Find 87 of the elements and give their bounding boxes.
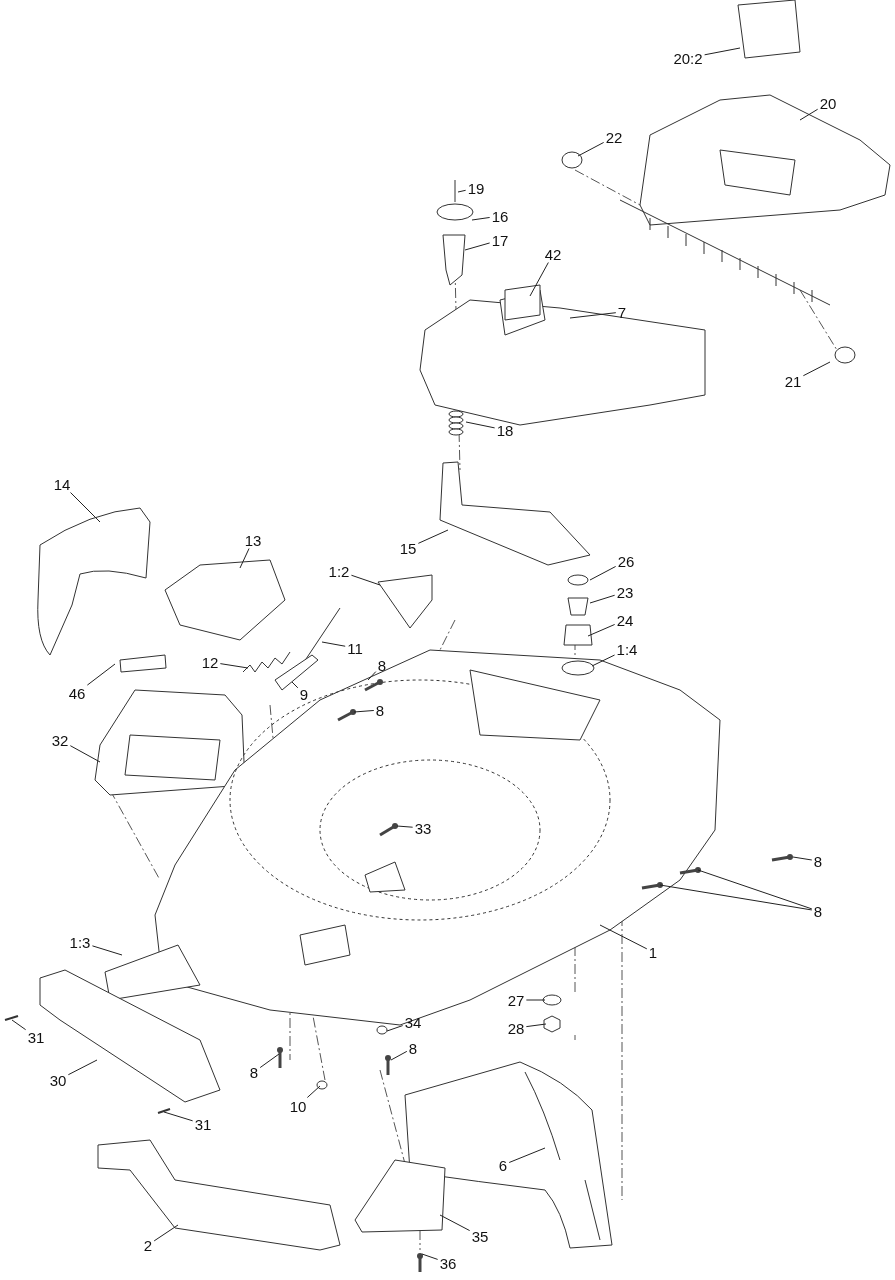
callout-number: 8 (249, 1063, 259, 1081)
callout-number: 8 (813, 852, 823, 870)
callout-number: 31 (27, 1028, 45, 1046)
callout-number: 26 (617, 552, 635, 570)
leader-line (465, 421, 496, 429)
callout-number: 6 (498, 1156, 508, 1174)
callout-number: 23 (616, 583, 634, 601)
leader-line (11, 1019, 27, 1031)
callout-number: 7 (617, 303, 627, 321)
callout-number: 8 (375, 701, 385, 719)
callout-number: 36 (439, 1254, 457, 1272)
leader-line (577, 141, 605, 157)
leader-line (508, 1147, 546, 1163)
callout-number: 1:2 (328, 562, 350, 580)
leader-line (219, 663, 249, 669)
leader-line (417, 529, 449, 544)
callout-number: 46 (68, 684, 86, 702)
leader-line (464, 242, 491, 251)
callout-number: 1:3 (69, 933, 91, 951)
leader-line (599, 924, 648, 950)
leader-line (421, 1253, 439, 1260)
callout-number: 30 (49, 1071, 67, 1089)
callout-number: 24 (616, 611, 634, 629)
leader-line (457, 189, 467, 193)
leader-line (802, 361, 831, 377)
callout-number: 1 (648, 943, 658, 961)
leader-line (792, 856, 813, 861)
callout-number: 33 (414, 819, 432, 837)
callout-number: 28 (507, 1019, 525, 1037)
leader-line (91, 945, 123, 956)
leader-line (350, 574, 381, 586)
leader-line (239, 548, 250, 569)
callout-number: 31 (194, 1115, 212, 1133)
callout-number: 42 (544, 245, 562, 263)
leader-line (589, 565, 617, 581)
callout-number: 8 (813, 902, 823, 920)
callout-number: 32 (51, 731, 69, 749)
leader-line (153, 1224, 179, 1242)
leader-line (259, 1053, 280, 1069)
callout-number: 10 (289, 1097, 307, 1115)
leader-line (799, 108, 819, 121)
leader-line (291, 681, 299, 689)
callout-number: 17 (491, 231, 509, 249)
callout-number: 2 (143, 1236, 153, 1254)
leader-line (587, 623, 616, 637)
callout-number: 11 (347, 639, 363, 657)
leader-line (69, 745, 101, 763)
leader-line (589, 594, 616, 604)
leader-line (525, 999, 546, 1001)
callout-number: 16 (491, 207, 509, 225)
leader-line (367, 671, 377, 681)
callout-number: 20:2 (673, 49, 703, 67)
leader-line (704, 47, 741, 56)
leader-line (439, 1214, 471, 1232)
callout-number: 13 (244, 531, 262, 549)
leader-line (86, 663, 116, 686)
leader-line (306, 1085, 321, 1098)
callout-number: 14 (53, 475, 71, 493)
callout-number: 35 (471, 1227, 489, 1245)
leader-line (353, 710, 375, 713)
leader-line (396, 825, 414, 828)
callout-number: 19 (467, 179, 485, 197)
callout-number: 22 (605, 128, 623, 146)
leader-line (386, 1025, 404, 1032)
callout-number: 27 (507, 991, 525, 1009)
leader-line (569, 312, 617, 319)
leader-line (70, 492, 101, 523)
leader-line (390, 1050, 408, 1061)
callout-number: 21 (784, 372, 802, 390)
leader-line (659, 884, 813, 911)
leader-line (697, 869, 813, 910)
leader-line (321, 641, 346, 647)
callout-number: 8 (377, 656, 387, 674)
leader-line (529, 262, 549, 297)
callout-number: 1:4 (616, 640, 638, 658)
leader-line (525, 1023, 547, 1028)
callout-number: 34 (404, 1013, 422, 1031)
leader-line (163, 1111, 194, 1122)
leader-line (471, 217, 491, 221)
leader-line (67, 1059, 98, 1076)
leader-line (591, 654, 616, 667)
callout-number: 12 (201, 653, 219, 671)
callout-number: 15 (399, 539, 417, 557)
callout-number: 8 (408, 1039, 418, 1057)
callout-number: 9 (299, 685, 309, 703)
callout-number: 20 (819, 94, 837, 112)
callout-number: 18 (496, 421, 514, 439)
